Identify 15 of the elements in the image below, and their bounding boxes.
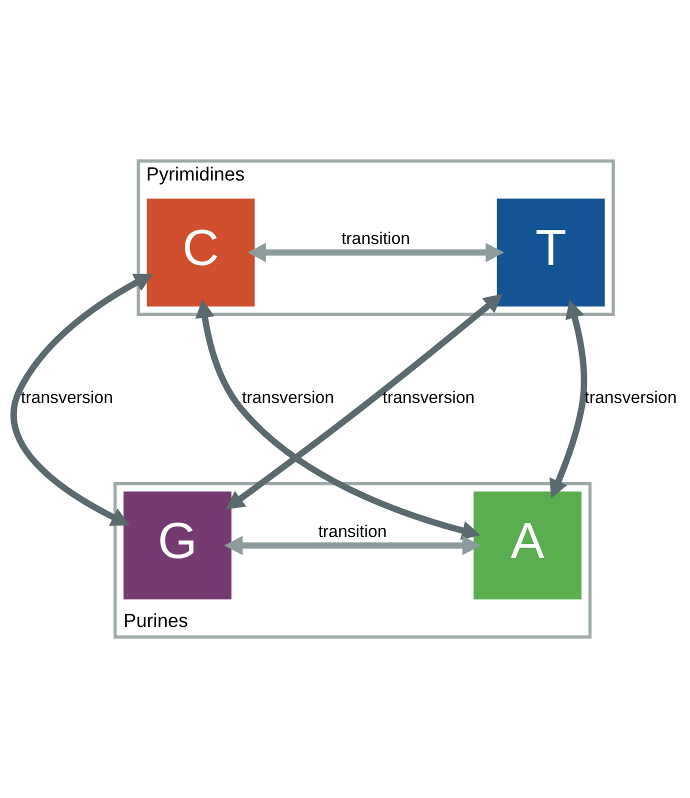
arrow bbox=[225, 294, 502, 510]
edge-label: transversion bbox=[20, 388, 112, 408]
arrow bbox=[194, 299, 480, 540]
node-box: A bbox=[473, 492, 582, 600]
node-box: C bbox=[146, 198, 254, 306]
arrow bbox=[246, 242, 504, 262]
edge-label: transition bbox=[318, 522, 386, 541]
node-box: T bbox=[496, 198, 604, 306]
edge-label: transition bbox=[340, 228, 410, 248]
edge-label: transversion bbox=[382, 388, 474, 408]
arrow bbox=[549, 300, 587, 498]
arrow bbox=[10, 274, 152, 526]
node-box: G bbox=[123, 492, 231, 600]
arrow bbox=[224, 536, 480, 556]
edge-label: transversion bbox=[241, 388, 334, 408]
